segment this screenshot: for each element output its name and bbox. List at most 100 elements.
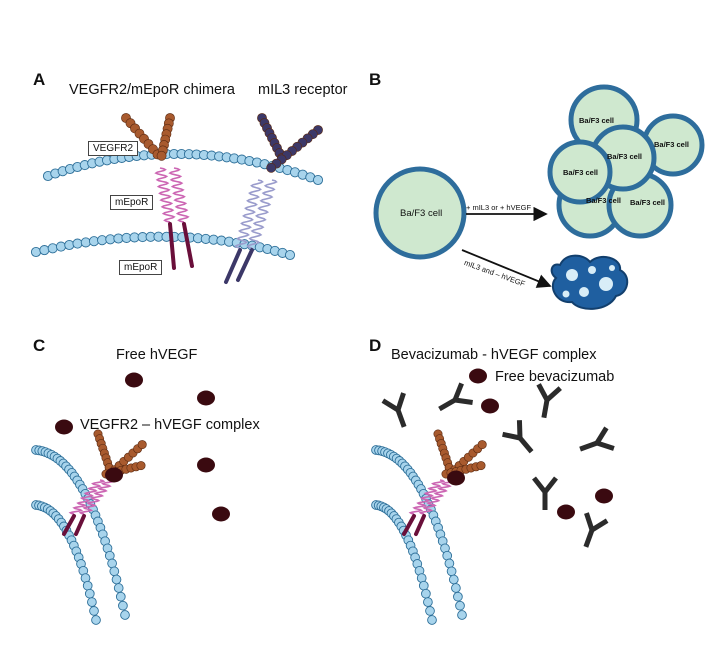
cluster-cell-label-5: Ba/F3 cell [630, 198, 666, 207]
mil3-receptor-label: mIL3 receptor [258, 82, 348, 98]
membrane-lower [30, 231, 296, 261]
panel-a-letter: A [33, 70, 46, 89]
hvegf-ligand [197, 390, 215, 406]
membrane-bead [107, 558, 117, 569]
arrow-death [461, 249, 552, 288]
cells [373, 84, 705, 310]
vegfr2-arm-right [156, 113, 175, 161]
antibody-fab-right [596, 440, 615, 451]
antibody-fab-left [502, 431, 521, 441]
free-bevacizumab [502, 420, 534, 454]
mepor-box-upper: mEpoR [110, 195, 154, 210]
arrows [461, 206, 552, 288]
membrane-bead [97, 235, 108, 246]
membrane-bead [80, 237, 91, 248]
membrane-bead [91, 615, 101, 625]
panel-d-receptor-vegfr2-arm-up [433, 429, 454, 473]
membrane-d-inner [371, 500, 437, 625]
antibody-fab-left [594, 426, 609, 445]
panel-d-receptor-mepor-coil-a [408, 479, 446, 515]
large-cell-label: Ba/F3 cell [400, 208, 443, 219]
mepor-coil-right [168, 167, 190, 223]
hvegf-ligand [55, 419, 73, 435]
cluster-cell-label-2: Ba/F3 cell [654, 140, 690, 149]
panel-d-receptor-tail-a [402, 514, 416, 536]
membrane-bead [425, 606, 435, 616]
panel-c-receptor-vegfr2-arm-up [93, 429, 114, 473]
panel-c-letter: C [33, 336, 46, 355]
membrane-bead [453, 591, 463, 602]
antibody-fab-left [536, 383, 550, 402]
apoptotic-vesicle [579, 287, 589, 297]
panel-d-letter: D [369, 336, 382, 355]
panel-c-receptor-mepor-coil-b [78, 479, 116, 515]
receptor-domain [156, 150, 167, 161]
membrane-bead [39, 245, 50, 256]
membrane-bead [111, 574, 122, 585]
membrane-upper [42, 148, 324, 186]
membrane-bead [87, 597, 97, 607]
panel-c-receptor-tail-b [74, 514, 86, 536]
hvegf-ligand [557, 504, 575, 520]
antibody-fc [395, 409, 407, 428]
antibody-fab-left [452, 382, 464, 401]
panel-b-letter: B [369, 70, 382, 89]
receptor-domain [137, 440, 147, 450]
membrane-bead [446, 566, 457, 577]
antibody-fc [583, 529, 595, 548]
receptor-domain [266, 162, 277, 173]
mil3-coil-left [234, 179, 264, 249]
hvegf-ligand [125, 372, 143, 388]
membrane-bead [457, 610, 467, 620]
free-bevacizumab-label: Free bevacizumab [495, 369, 615, 385]
membrane-bead [451, 583, 461, 593]
membrane-bead [84, 588, 95, 599]
membrane-c-outer [31, 445, 130, 620]
vegfr2-box: VEGFR2 [88, 141, 139, 156]
chimera-tail-left [168, 222, 176, 270]
membrane-bead [109, 566, 120, 577]
hvegf-ligand [197, 457, 215, 473]
membrane-bead [448, 574, 459, 585]
receptor-domain [476, 461, 486, 471]
panel-d-receptor-tail-b [414, 514, 426, 536]
membrane-bead [72, 238, 83, 249]
membrane-bead [455, 600, 465, 611]
mepor-box-lower: mEpoR [119, 260, 163, 275]
apoptotic-vesicle [566, 269, 578, 281]
cluster-cell-label-4: Ba/F3 cell [563, 168, 599, 177]
bevacizumab-hvegf-complex [438, 382, 473, 412]
free-bevacizumab [532, 476, 558, 510]
antibody-fab-right [545, 386, 562, 402]
apoptotic-vesicle [588, 266, 596, 274]
membrane-bead [47, 243, 58, 254]
antibody-fab-left [532, 476, 547, 494]
membrane-bead [55, 241, 67, 252]
vegfr2-arm-left [121, 113, 163, 160]
cluster-cell-label-6: Ba/F3 cell [586, 196, 622, 205]
bevacizumab-hvegf-complex [583, 512, 609, 548]
membrane-bead [418, 580, 429, 591]
free-bevacizumab [579, 426, 615, 452]
membrane-bead [421, 588, 431, 599]
antibody-fab-left [381, 398, 400, 413]
antibody-fc [579, 440, 598, 452]
membrane-bead [427, 615, 437, 625]
antibody-fc [518, 436, 534, 454]
chimera-label: VEGFR2/mEpoR chimera [69, 82, 235, 98]
panel-c-receptor-mepor-coil-a [68, 479, 106, 515]
membrane-bead [89, 606, 99, 616]
apoptotic-vesicle [599, 277, 613, 291]
mil3-tail-right [236, 248, 254, 282]
vegfr2-hvegf-complex-label: VEGFR2 – hVEGF complex [80, 417, 260, 433]
cluster-cell-label-1: Ba/F3 cell [579, 116, 615, 125]
large-ba-f3-cell [373, 166, 467, 260]
membrane-bead [444, 558, 455, 569]
mil3-tail-left [224, 248, 242, 284]
membranes [30, 148, 467, 625]
membrane-bead [115, 591, 126, 602]
membrane-bead [64, 239, 75, 251]
membrane-bead [118, 600, 128, 611]
membrane-bead [82, 580, 93, 591]
